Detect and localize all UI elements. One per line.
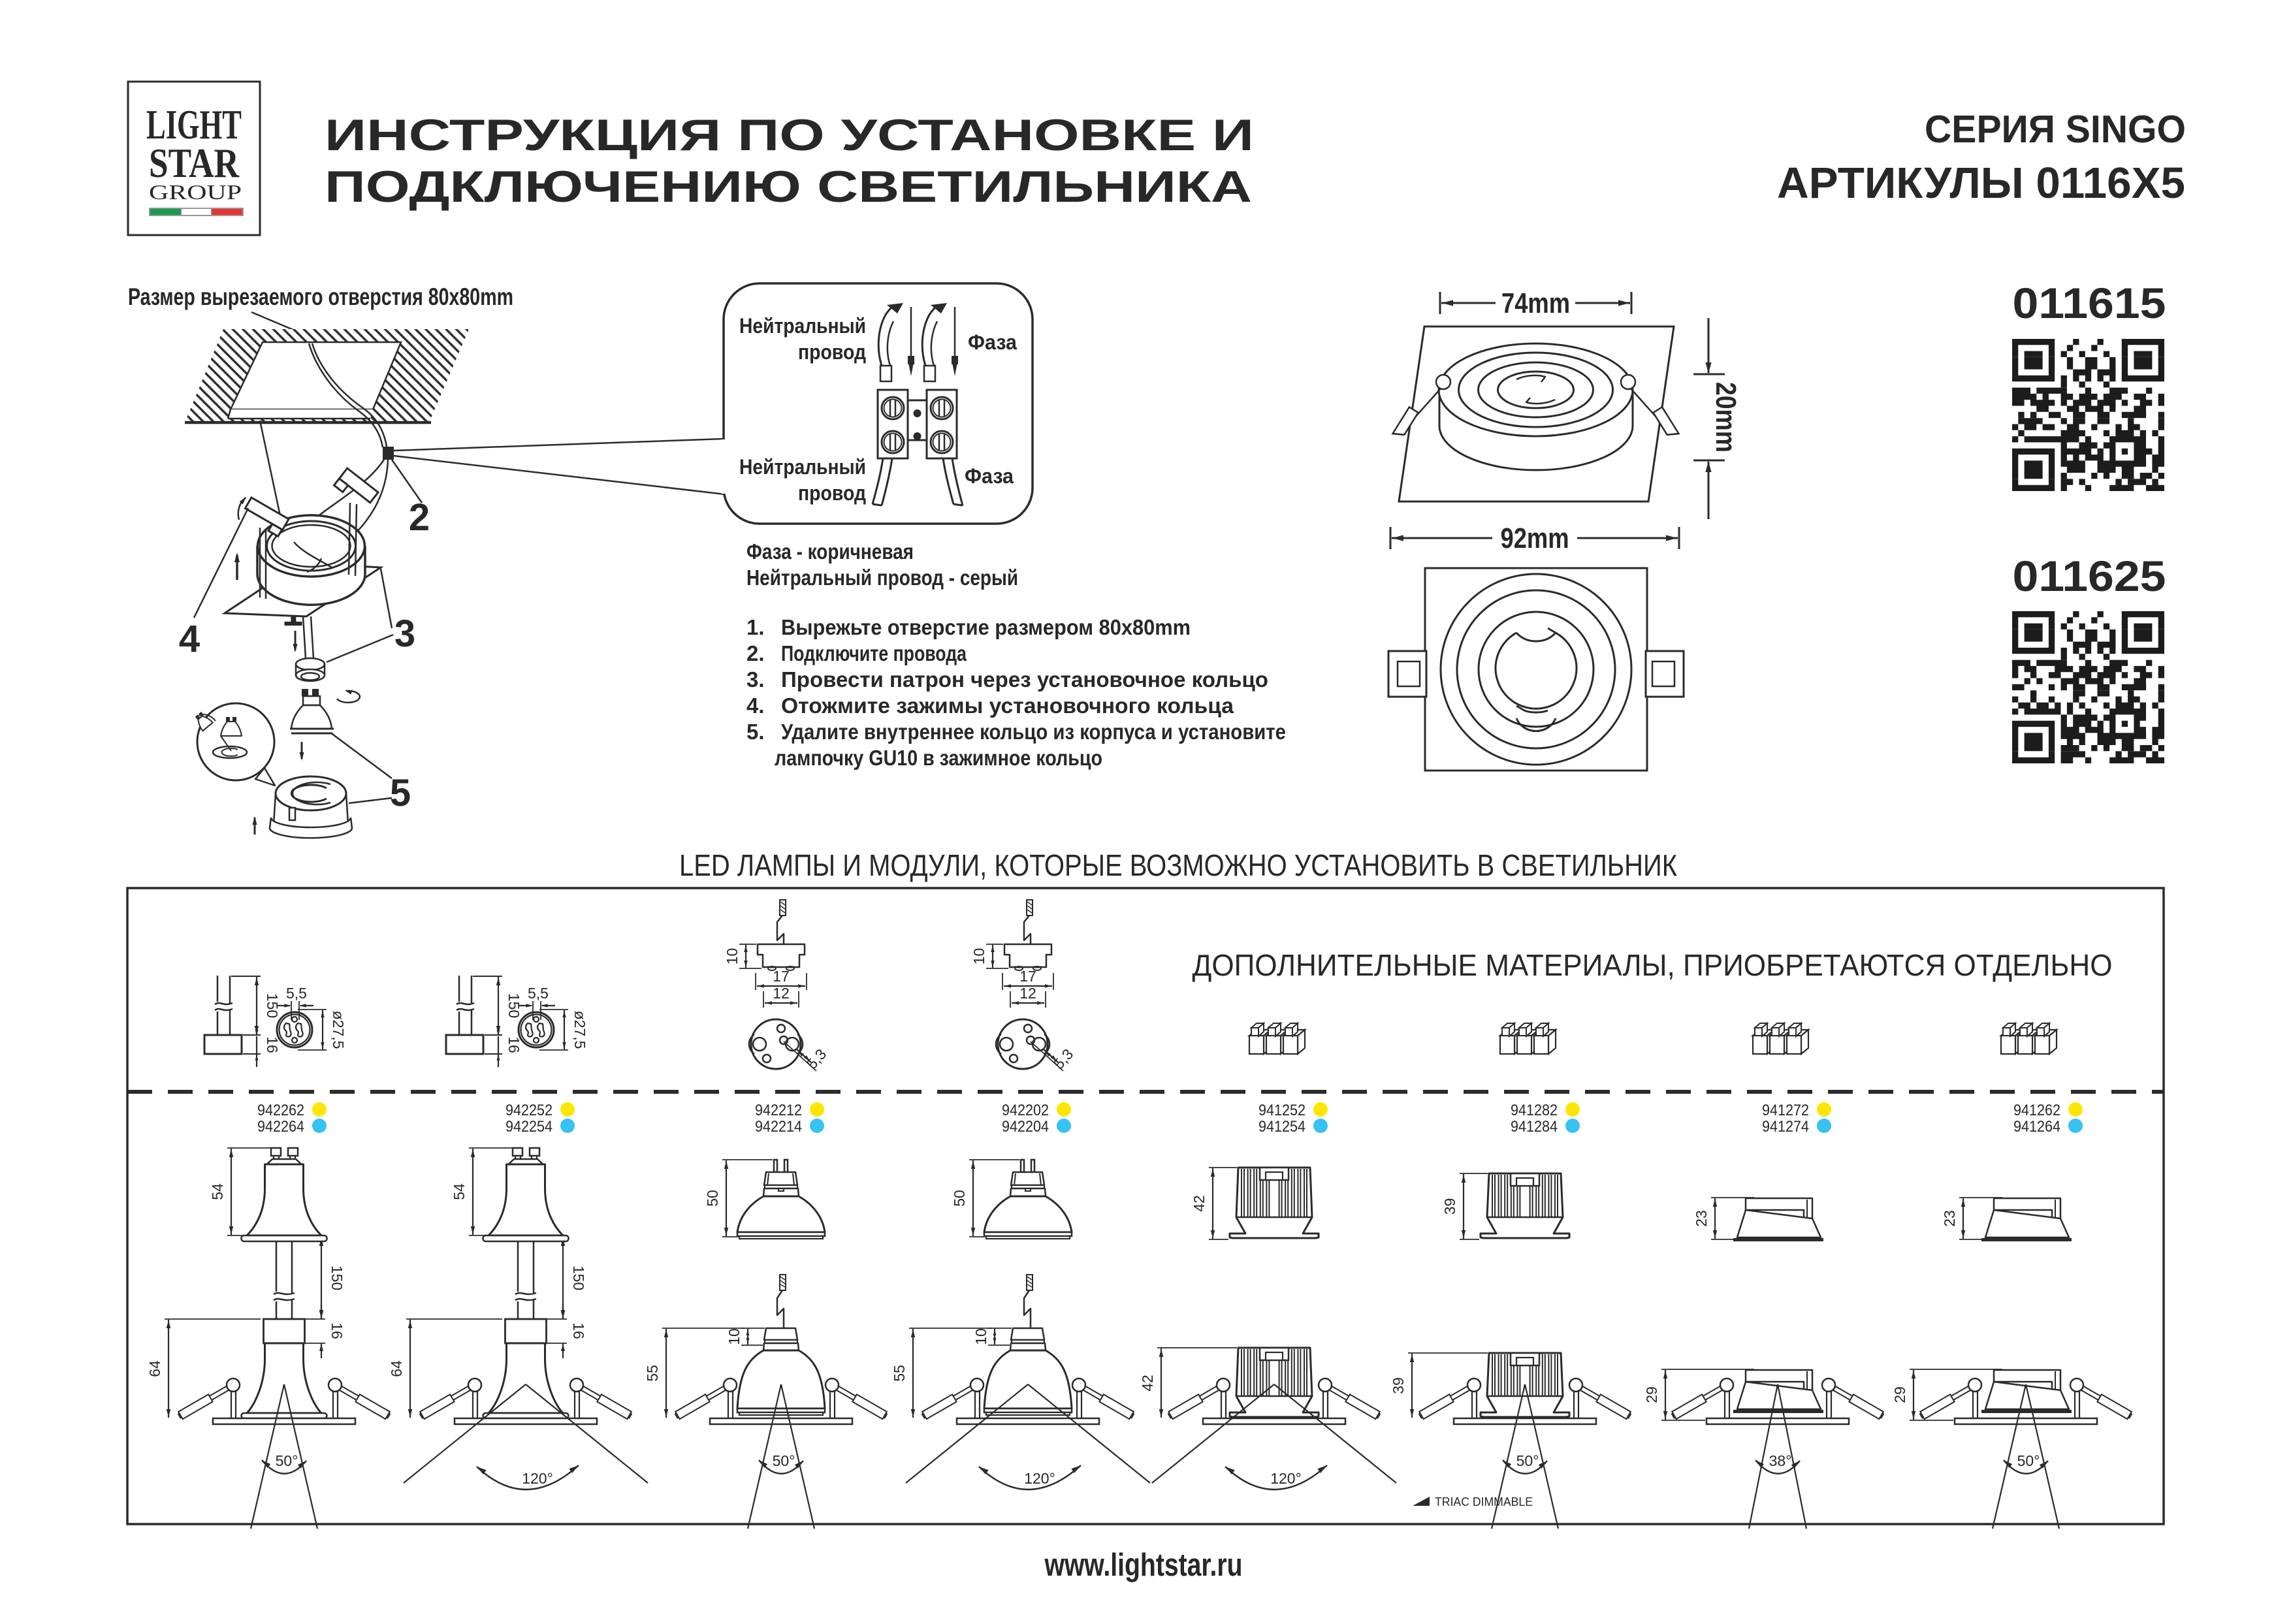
svg-text:12: 12 <box>1019 985 1036 1002</box>
svg-text:55: 55 <box>644 1365 661 1382</box>
svg-text:942214: 942214 <box>755 1118 802 1136</box>
svg-text:29: 29 <box>1891 1386 1908 1403</box>
svg-text:TRIAC DIMMABLE: TRIAC DIMMABLE <box>1435 1495 1533 1508</box>
svg-text:942212: 942212 <box>755 1102 802 1119</box>
svg-text:42: 42 <box>1191 1195 1208 1212</box>
svg-text:ДОПОЛНИТЕЛЬНЫЕ МАТЕРИАЛЫ, ПРИО: ДОПОЛНИТЕЛЬНЫЕ МАТЕРИАЛЫ, ПРИОБРЕТАЮТСЯ … <box>1193 948 2113 982</box>
svg-text:4: 4 <box>179 618 200 660</box>
svg-text:10: 10 <box>970 948 987 965</box>
svg-text:лампочку GU10 в зажимное кольц: лампочку GU10 в зажимное кольцо <box>775 746 1102 770</box>
svg-text:55: 55 <box>891 1365 908 1382</box>
svg-text:54: 54 <box>209 1183 226 1200</box>
svg-text:942262: 942262 <box>257 1102 304 1119</box>
svg-text:54: 54 <box>451 1183 468 1200</box>
svg-text:16: 16 <box>328 1322 345 1339</box>
svg-text:39: 39 <box>1441 1198 1458 1215</box>
svg-text:LIGHT: LIGHT <box>146 101 242 148</box>
svg-text:941254: 941254 <box>1258 1118 1306 1136</box>
svg-text:29: 29 <box>1643 1386 1660 1403</box>
svg-text:4.: 4. <box>746 693 765 718</box>
svg-text:Вырежьте отверстие размером 80: Вырежьте отверстие размером 80x80mm <box>781 615 1191 639</box>
svg-text:941282: 941282 <box>1511 1102 1558 1119</box>
svg-text:16: 16 <box>570 1322 587 1339</box>
svg-text:50°: 50° <box>2017 1452 2040 1469</box>
svg-text:Фаза: Фаза <box>968 330 1017 354</box>
svg-text:3.: 3. <box>746 667 765 692</box>
svg-text:www.lightstar.ru: www.lightstar.ru <box>1044 1548 1243 1583</box>
svg-text:16: 16 <box>264 1036 281 1053</box>
svg-text:20mm: 20mm <box>1710 382 1742 453</box>
svg-text:10: 10 <box>724 948 741 965</box>
svg-text:Фаза - коричневая: Фаза - коричневая <box>746 539 914 564</box>
svg-text:38°: 38° <box>1769 1452 1792 1469</box>
svg-text:Нейтральный: Нейтральный <box>739 455 866 479</box>
svg-text:17: 17 <box>1019 968 1036 985</box>
svg-text:50°: 50° <box>1516 1452 1539 1469</box>
svg-text:СЕРИЯ SINGO: СЕРИЯ SINGO <box>1925 108 2186 151</box>
svg-text:10: 10 <box>972 1328 989 1345</box>
svg-text:GROUP: GROUP <box>149 180 242 204</box>
svg-text:Отожмите зажимы установочного: Отожмите зажимы установочного кольца <box>781 693 1234 718</box>
svg-text:64: 64 <box>388 1360 405 1377</box>
svg-text:92mm: 92mm <box>1501 522 1569 554</box>
svg-text:50°: 50° <box>276 1452 298 1469</box>
svg-text:23: 23 <box>1941 1210 1958 1227</box>
svg-text:64: 64 <box>146 1360 163 1377</box>
svg-text:Нейтральный провод - серый: Нейтральный провод - серый <box>746 565 1018 590</box>
svg-text:011615: 011615 <box>2013 279 2166 327</box>
svg-text:ИНСТРУКЦИЯ ПО УСТАНОВКЕ И: ИНСТРУКЦИЯ ПО УСТАНОВКЕ И <box>325 110 1254 160</box>
svg-text:941262: 941262 <box>2013 1102 2060 1119</box>
svg-text:2.: 2. <box>746 641 765 665</box>
svg-text:5,5: 5,5 <box>528 985 549 1002</box>
svg-text:Удалите внутреннее кольцо из к: Удалите внутреннее кольцо из корпуса и у… <box>781 720 1286 744</box>
svg-text:942264: 942264 <box>257 1118 304 1136</box>
svg-text:Размер вырезаемого отверстия 8: Размер вырезаемого отверстия 80x80mm <box>128 283 513 310</box>
svg-text:941264: 941264 <box>2013 1118 2060 1136</box>
svg-text:942254: 942254 <box>505 1118 553 1136</box>
svg-text:10: 10 <box>726 1328 743 1345</box>
svg-text:942204: 942204 <box>1002 1118 1049 1136</box>
svg-text:23: 23 <box>1693 1210 1710 1227</box>
svg-text:39: 39 <box>1390 1377 1407 1394</box>
svg-text:942202: 942202 <box>1002 1102 1049 1119</box>
svg-text:Нейтральный: Нейтральный <box>739 314 866 338</box>
svg-text:941284: 941284 <box>1511 1118 1558 1136</box>
svg-text:провод: провод <box>798 340 866 364</box>
svg-text:5: 5 <box>390 772 411 814</box>
svg-text:120°: 120° <box>1024 1470 1055 1487</box>
svg-text:150: 150 <box>328 1266 345 1290</box>
svg-text:АРТИКУЛЫ 0116X5: АРТИКУЛЫ 0116X5 <box>1777 159 2185 208</box>
svg-text:Провести патрон через установо: Провести патрон через установочное кольц… <box>781 667 1268 692</box>
svg-text:Подключите провода: Подключите провода <box>781 641 967 665</box>
svg-text:ø27,5: ø27,5 <box>571 1011 588 1049</box>
svg-text:50: 50 <box>704 1190 721 1207</box>
svg-text:74mm: 74mm <box>1501 287 1570 319</box>
svg-text:LED ЛАМПЫ И МОДУЛИ, КОТОРЫЕ ВО: LED ЛАМПЫ И МОДУЛИ, КОТОРЫЕ ВОЗМОЖНО УСТ… <box>679 848 1677 882</box>
svg-text:ø27,5: ø27,5 <box>330 1011 347 1049</box>
svg-text:17: 17 <box>773 968 790 985</box>
svg-text:2: 2 <box>409 496 430 539</box>
svg-text:Фаза: Фаза <box>965 464 1014 488</box>
svg-text:ПОДКЛЮЧЕНИЮ СВЕТИЛЬНИКА: ПОДКЛЮЧЕНИЮ СВЕТИЛЬНИКА <box>325 162 1252 212</box>
svg-text:STAR: STAR <box>149 140 240 186</box>
svg-text:150: 150 <box>570 1266 587 1290</box>
svg-text:011625: 011625 <box>2013 552 2166 600</box>
svg-text:42: 42 <box>1139 1375 1156 1392</box>
svg-text:941272: 941272 <box>1762 1102 1809 1119</box>
svg-text:3: 3 <box>394 613 415 655</box>
svg-text:942252: 942252 <box>505 1102 553 1119</box>
svg-text:1.: 1. <box>746 615 765 639</box>
svg-text:5.: 5. <box>746 720 765 744</box>
svg-text:120°: 120° <box>522 1470 553 1487</box>
svg-text:50°: 50° <box>773 1452 795 1469</box>
svg-text:5,5: 5,5 <box>286 985 307 1002</box>
svg-text:провод: провод <box>798 481 866 505</box>
svg-text:16: 16 <box>505 1036 522 1053</box>
svg-text:50: 50 <box>951 1190 968 1207</box>
svg-text:12: 12 <box>773 985 790 1002</box>
svg-text:941252: 941252 <box>1258 1102 1306 1119</box>
svg-text:941274: 941274 <box>1762 1118 1809 1136</box>
svg-text:120°: 120° <box>1270 1470 1302 1487</box>
